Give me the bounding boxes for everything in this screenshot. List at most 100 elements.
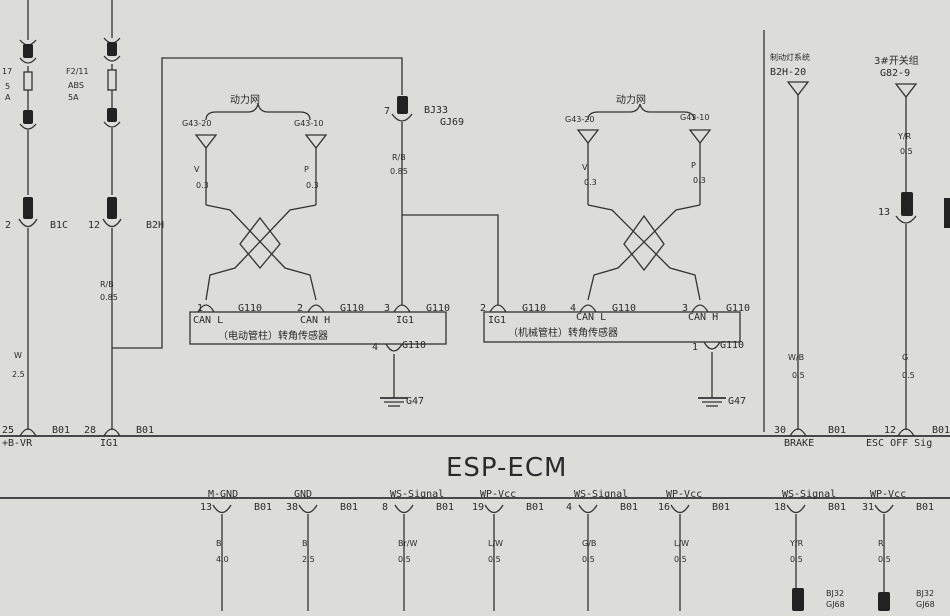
bj33-wire-color: R/B xyxy=(392,153,406,162)
pin-socket xyxy=(212,504,232,514)
pin-socket xyxy=(874,504,894,514)
left-fuse-b-system: ABS xyxy=(68,81,84,90)
wire-p-label-2: P xyxy=(691,161,696,170)
ecm-bottom-pin-label: GND xyxy=(294,489,312,500)
ecm-bottom-pin-color: L/W xyxy=(488,539,503,548)
feed-line xyxy=(112,57,403,349)
brake-input: 制动灯系统 B2H-20 W/B 0.5 xyxy=(770,52,810,430)
ecm-bottom-pin-conn: B01 xyxy=(916,502,934,513)
ecm-bottom-pin-size: 2.5 xyxy=(302,555,315,564)
ms-pin-canh-conn: G110 xyxy=(726,303,750,314)
bottom-conn-2-ref: GJ68 xyxy=(916,600,935,609)
edge-connector xyxy=(944,198,950,228)
wire-p-size-1: 0.3 xyxy=(306,181,319,190)
b1c-label: B1C xyxy=(50,220,68,231)
bj33-pin: 7 xyxy=(384,106,390,117)
ecm-top-pin-3-conn: B01 xyxy=(828,425,846,436)
module-title: ESP-ECM xyxy=(446,453,567,483)
left-fuse-a-rating-b: A xyxy=(5,93,11,102)
ecm-bottom-pin-conn: B01 xyxy=(526,502,544,513)
ecm-bottom-pin-color: B xyxy=(216,539,222,548)
ecm-bottom-pin-conn: B01 xyxy=(712,502,730,513)
bottom-conn-1-ref: GJ68 xyxy=(826,600,845,609)
ecm-bottom-pin-size: 4.0 xyxy=(216,555,229,564)
ms-pin-ig1-label: IG1 xyxy=(488,315,506,326)
b2h-pin: 12 xyxy=(88,220,100,231)
bottom-connectors: BJ32 GJ68 BJ32 GJ68 xyxy=(792,588,935,611)
ms-pin-4-num: 1 xyxy=(692,342,698,353)
ecm-top-pin-1-conn: B01 xyxy=(52,425,70,436)
brake-wire-color: W/B xyxy=(788,353,804,362)
es-pin-3-num: 3 xyxy=(384,303,390,314)
wire-v-label-1: V xyxy=(194,165,200,174)
es-pin-4-num: 4 xyxy=(372,342,378,353)
wire-p-label-1: P xyxy=(304,165,309,174)
ecm-bottom-pin-label: WS-Signal xyxy=(390,489,444,500)
g43-10-label-2: G43-10 xyxy=(680,113,709,122)
ecm-bottom-pin-label: WS-Signal xyxy=(782,489,836,500)
ecm-top-pin-3-label: BRAKE xyxy=(784,438,814,449)
brake-wire-size: 0.5 xyxy=(792,371,805,380)
ecm-bottom-pin-size: 0.5 xyxy=(488,555,501,564)
ms-pin-canh-label: CAN H xyxy=(688,312,718,323)
mechanical-sensor-name: （机械管柱）转角传感器 xyxy=(508,326,618,339)
ecm-bottom-pin-conn: B01 xyxy=(254,502,272,513)
mechanical-sensor-box: 2 G110 4 G110 3 G110 IG1 CAN L CAN H （机械… xyxy=(480,303,750,407)
ecm-bottom-pin-size: 0.5 xyxy=(398,555,411,564)
bj33-name: BJ33 xyxy=(424,105,448,116)
ecm-bottom-pin-num: 16 xyxy=(658,502,670,513)
b2h-label: B2H xyxy=(146,220,164,231)
left-fuse-a-rating-a: 5 xyxy=(5,82,10,91)
ig1-link xyxy=(402,214,499,305)
electric-power-net: 动力网 G43-20 G43-10 V 0.3 P 0.3 xyxy=(182,93,328,301)
switch-pin: 13 xyxy=(878,207,890,218)
es-pin-1-label: CAN L xyxy=(193,315,223,326)
mechanical-power-net: 动力网 G43-20 G43-10 V 0.3 P 0.3 xyxy=(565,93,712,301)
brake-system: 制动灯系统 xyxy=(770,52,810,62)
ecm-bottom-pin-num: 19 xyxy=(472,502,484,513)
ecm-top-pin-2-conn: B01 xyxy=(136,425,154,436)
left-fuse-b-group: F2/11 ABS 5A 12 B2H R/B 0.85 xyxy=(66,0,164,430)
wire-rb-size: 0.85 xyxy=(100,293,118,302)
ecm-bottom-pin-color: G/B xyxy=(582,539,596,548)
b1c-pin: 2 xyxy=(5,220,11,231)
es-pin-3-label: IG1 xyxy=(396,315,414,326)
esc-wire-color: G xyxy=(902,353,908,362)
brake-ref: B2H-20 xyxy=(770,67,806,78)
ecm-bottom-pin-label: WS-Signal xyxy=(574,489,628,500)
g43-10-label-1: G43-10 xyxy=(294,119,323,128)
es-pin-1-conn: G110 xyxy=(238,303,262,314)
bj33-ref: GJ69 xyxy=(440,117,464,128)
es-pin-1-num: 1 xyxy=(197,303,203,314)
es-pin-2-label: CAN H xyxy=(300,315,330,326)
ecm-top-pin-4-conn: B01 xyxy=(932,425,950,436)
ms-pin-ig1-conn: G110 xyxy=(522,303,546,314)
ecm-bottom-pin-color: B xyxy=(302,539,308,548)
electric-sensor-name: （电动管柱）转角传感器 xyxy=(218,329,328,342)
wire-w-size: 2.5 xyxy=(12,370,25,379)
ms-pin-canl-label: CAN L xyxy=(576,312,606,323)
switch-wire-color: Y/R xyxy=(897,132,912,141)
esc-switch-input: 3#开关组 G82-9 Y/R 0.5 13 G 0.5 xyxy=(874,54,919,430)
ecm-bottom-pin-label: WP-Vcc xyxy=(666,489,702,500)
ms-pin-canl-num: 4 xyxy=(570,303,576,314)
bottom-conn-2-name: BJ32 xyxy=(916,589,934,598)
bj33-wire-size: 0.85 xyxy=(390,167,408,176)
ecm-bottom-pin-conn: B01 xyxy=(436,502,454,513)
bj33-connector: 7 BJ33 GJ69 R/B 0.85 xyxy=(384,96,464,305)
esc-wire-size: 0.5 xyxy=(902,371,915,380)
es-ground: G47 xyxy=(406,396,424,407)
wire-v-label-2: V xyxy=(582,163,588,172)
electric-sensor-box: 1 G110 2 G110 3 G110 CAN L CAN H IG1 （电动… xyxy=(189,303,450,407)
ecm-top-pin-3-num: 30 xyxy=(774,425,786,436)
ecm-bottom-pin-color: L/W xyxy=(674,539,689,548)
power-net-label-1: 动力网 xyxy=(230,93,260,106)
power-net-label-2: 动力网 xyxy=(616,93,646,106)
switch-group: 3#开关组 xyxy=(874,54,919,67)
